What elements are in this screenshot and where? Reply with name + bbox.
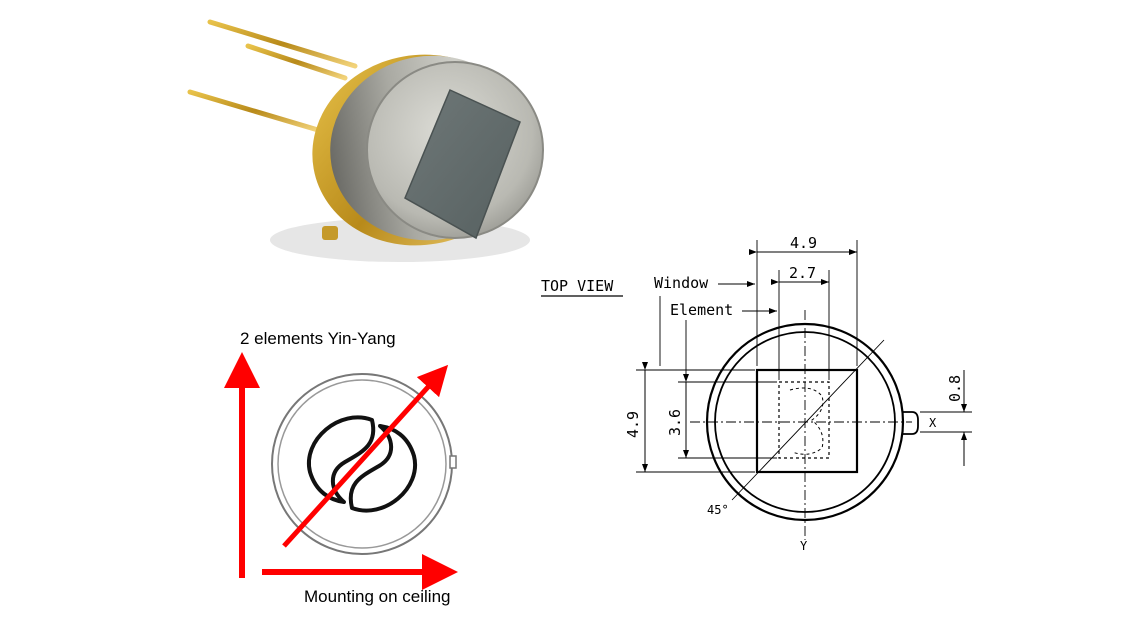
housing-inner-circle	[277, 379, 447, 549]
element-yin	[306, 415, 376, 504]
top-view-label: TOP VIEW	[541, 277, 614, 295]
sensor-photo	[187, 19, 544, 262]
element-label: Element	[670, 301, 733, 319]
dim-window-height: 4.9	[624, 411, 642, 438]
window-square	[755, 368, 859, 474]
element-inner-dashed	[789, 387, 824, 455]
technical-drawing: TOP VIEW 4.9 2.7 Window Element	[541, 234, 972, 553]
element-rect	[778, 381, 830, 459]
dim-element-width: 2.7	[789, 264, 816, 282]
sensor-window	[404, 88, 521, 240]
angle-label: 45°	[707, 503, 729, 517]
dim-window-width: 4.9	[790, 234, 817, 252]
dim-element-height: 3.6	[666, 409, 684, 436]
diagonal-red-arrow	[282, 364, 449, 548]
yinyang-caption: Mounting on ceiling	[304, 587, 450, 606]
base-tab	[322, 226, 338, 240]
housing-tab	[449, 455, 457, 469]
diagonal-45-line	[731, 339, 885, 501]
dim-offset: 0.8	[946, 375, 964, 402]
gold-leads	[187, 19, 358, 133]
can-tab	[902, 411, 919, 435]
axis-x-label: X	[929, 416, 937, 430]
yinyang-diagram: 2 elements Yin-Yang Mounting on ceiling	[224, 329, 458, 606]
element-yang	[348, 424, 418, 513]
yinyang-title: 2 elements Yin-Yang	[240, 329, 396, 348]
axis-y-label: Y	[800, 539, 808, 553]
window-label: Window	[654, 274, 709, 292]
